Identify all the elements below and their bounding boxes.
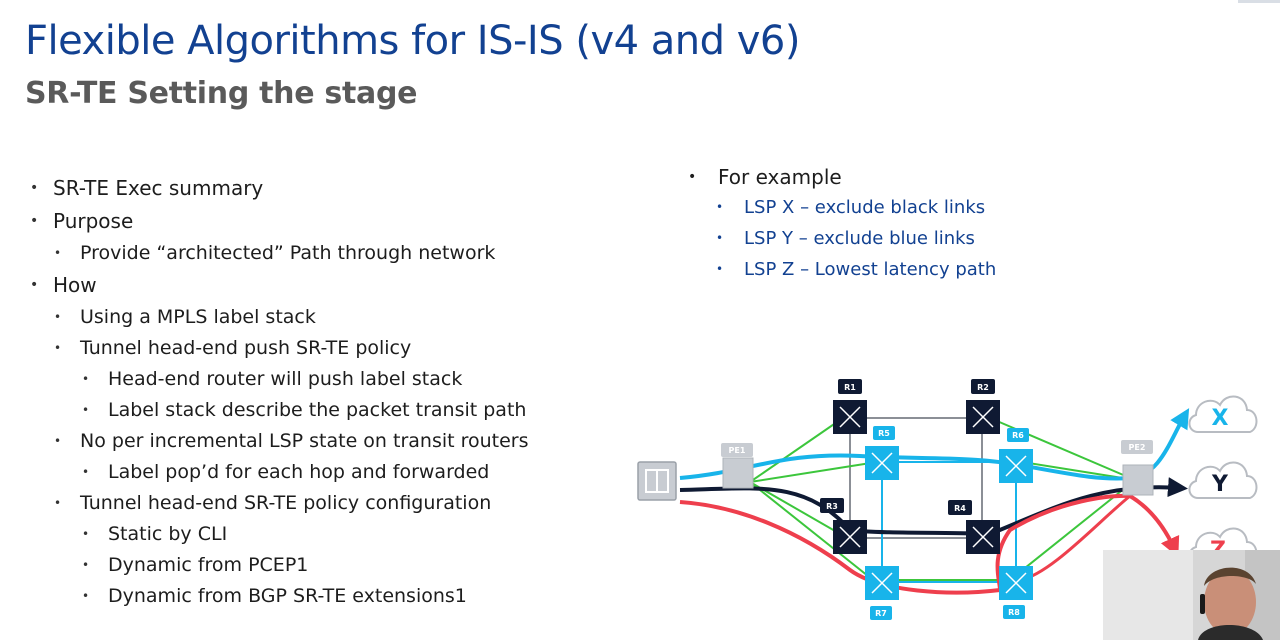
network-diagram: PE1 PE2 R1 R2 R3 R4 R5 bbox=[637, 379, 1258, 620]
router-label-r6: R6 bbox=[1012, 431, 1024, 440]
router-r1: R1 bbox=[833, 379, 867, 434]
router-r8: R8 bbox=[999, 566, 1033, 619]
top-right-mark bbox=[1238, 0, 1280, 3]
router-r4: R4 bbox=[948, 500, 1000, 554]
example-list: For example LSP X – exclude black links … bbox=[688, 162, 1108, 285]
cloud-label-y: Y bbox=[1211, 472, 1229, 497]
router-r2: R2 bbox=[966, 379, 1000, 434]
bullet-item: Head-end router will push label stack bbox=[30, 364, 630, 395]
bullet-item: Using a MPLS label stack bbox=[30, 302, 630, 333]
slide-title: Flexible Algorithms for IS-IS (v4 and v6… bbox=[25, 18, 800, 64]
bullet-item: Label pop’d for each hop and forwarded bbox=[30, 457, 630, 488]
cloud-x-icon: X bbox=[1188, 395, 1258, 433]
router-r5: R5 bbox=[865, 426, 899, 480]
router-pe1: PE1 bbox=[721, 443, 754, 489]
router-label-r3: R3 bbox=[826, 502, 838, 511]
router-pe2: PE2 bbox=[1121, 440, 1154, 496]
bullet-item: Tunnel head-end push SR-TE policy bbox=[30, 333, 630, 364]
bullet-item: Static by CLI bbox=[30, 519, 630, 550]
router-r6: R6 bbox=[999, 428, 1033, 483]
bullet-list: SR-TE Exec summary Purpose Provide “arch… bbox=[30, 172, 630, 612]
router-label-pe1: PE1 bbox=[729, 446, 746, 455]
bullet-item: Provide “architected” Path through netwo… bbox=[30, 238, 630, 269]
slide-subtitle: SR-TE Setting the stage bbox=[25, 76, 418, 111]
router-label-r2: R2 bbox=[977, 383, 989, 392]
bullet-item: No per incremental LSP state on transit … bbox=[30, 426, 630, 457]
example-item-lsp-z: LSP Z – Lowest latency path bbox=[688, 254, 1108, 285]
router-r3: R3 bbox=[820, 498, 867, 554]
bullet-item: Label stack describe the packet transit … bbox=[30, 395, 630, 426]
router-label-pe2: PE2 bbox=[1129, 443, 1146, 452]
example-item-lsp-y: LSP Y – exclude blue links bbox=[688, 223, 1108, 254]
lsp-y-path bbox=[679, 477, 1188, 537]
bullet-item: Purpose bbox=[30, 205, 630, 238]
example-heading: For example bbox=[688, 162, 1108, 192]
presenter-video-image bbox=[1103, 550, 1280, 640]
router-label-r8: R8 bbox=[1008, 608, 1020, 617]
router-r7: R7 bbox=[865, 566, 899, 620]
webcam-overlay bbox=[1103, 550, 1280, 640]
source-device-icon bbox=[637, 461, 677, 501]
bullet-item: SR-TE Exec summary bbox=[30, 172, 630, 205]
lsp-z-path bbox=[679, 493, 1180, 595]
router-label-r1: R1 bbox=[844, 383, 856, 392]
cloud-label-x: X bbox=[1212, 406, 1229, 431]
bullet-item: How bbox=[30, 269, 630, 302]
physical-links bbox=[849, 417, 983, 539]
bullet-item: Dynamic from PCEP1 bbox=[30, 550, 630, 581]
bullet-item: Dynamic from BGP SR-TE extensions1 bbox=[30, 581, 630, 612]
router-label-r7: R7 bbox=[875, 609, 887, 618]
example-item-lsp-x: LSP X – exclude black links bbox=[688, 192, 1108, 223]
router-label-r5: R5 bbox=[878, 429, 890, 438]
bullet-item: Tunnel head-end SR-TE policy configurati… bbox=[30, 488, 630, 519]
router-label-r4: R4 bbox=[954, 504, 966, 513]
cloud-y-icon: Y bbox=[1188, 461, 1258, 499]
